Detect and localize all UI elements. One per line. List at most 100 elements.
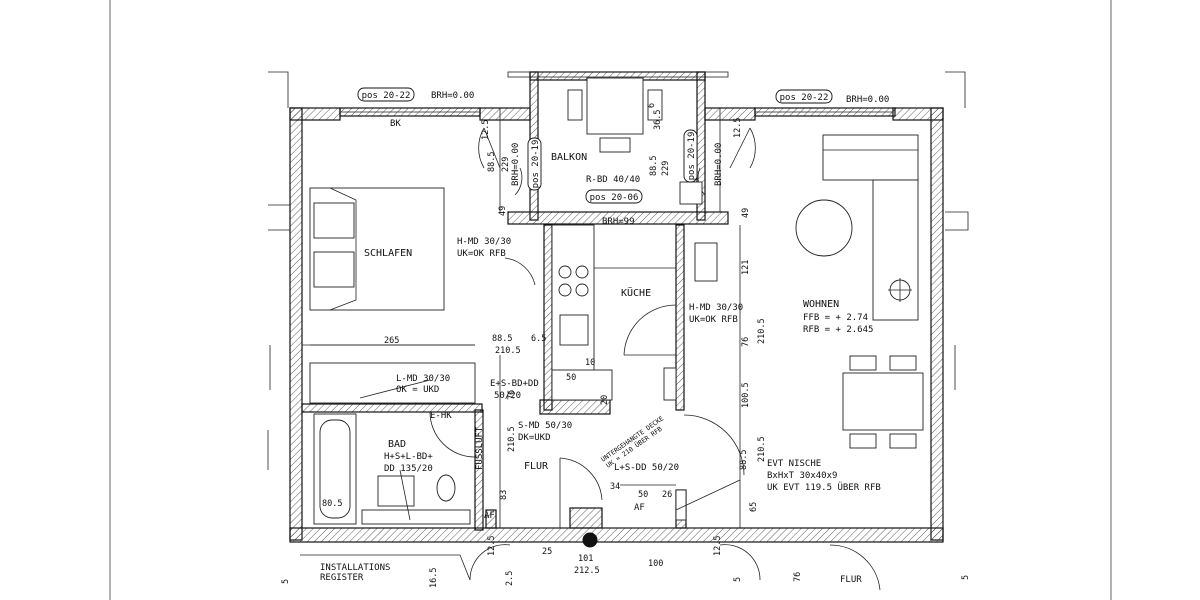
dim-210-5-c: 210.5	[757, 436, 767, 462]
dim-265: 265	[384, 336, 399, 346]
dim-88-5-d: 88.5	[739, 450, 749, 470]
tv-unit	[694, 242, 718, 282]
dim-80-5: 80.5	[322, 499, 342, 509]
dim-2-5: 2.5	[505, 571, 515, 586]
floor-lamp	[888, 278, 912, 302]
dim-210-5-d: 210.5	[507, 426, 517, 452]
washbasin	[377, 475, 415, 507]
note-evt-1: EVT NISCHE	[767, 459, 821, 469]
dim-12-5-a: 12.5	[481, 120, 491, 140]
room-schlafen: SCHLAFEN	[364, 248, 412, 259]
dim-5-a: 5	[281, 579, 291, 584]
dim-26: 26	[662, 490, 672, 500]
room-flur: FLUR	[524, 461, 549, 472]
note-lsdd: L+S-DD 50/20	[614, 463, 679, 473]
dim-6: 6	[647, 103, 657, 108]
svg-text:pos 20-19: pos 20-19	[687, 132, 697, 181]
neighbour-walls	[267, 71, 969, 470]
dim-210-5-a: 210.5	[495, 346, 521, 356]
note-esbd-1: E+S-BD+DD	[490, 379, 539, 389]
bed	[309, 187, 445, 311]
note-ehk: E-HK	[430, 411, 452, 421]
bathtub	[313, 413, 357, 525]
dim-88-5-a: 88.5	[492, 334, 512, 344]
dim-6-5: 6.5	[531, 334, 546, 344]
dim-210-5-b: 210.5	[757, 318, 767, 344]
doors	[429, 127, 756, 528]
svg-text:pos 20-22: pos 20-22	[780, 93, 829, 103]
note-r-bd: R-BD 40/40	[586, 175, 640, 185]
pos-tag-balcony-right: pos 20-19	[683, 129, 698, 183]
dim-88-5-c: 88.5	[649, 156, 659, 176]
dim-20: 20	[600, 395, 610, 405]
svg-text:pos 20-06: pos 20-06	[590, 193, 639, 203]
brh-balcony-sill: BRH=99	[602, 217, 635, 227]
note-esbd-2: 50/20	[494, 391, 521, 401]
dim-65: 65	[749, 502, 759, 512]
wardrobe	[309, 362, 476, 404]
washer	[361, 509, 471, 525]
note-hmd-right-2: UK=OK RFB	[689, 315, 738, 325]
kitchen-fridge	[663, 367, 677, 401]
note-unterg-1: UNTERGEHANGTE DECKE	[600, 414, 666, 463]
dim-34: 34	[610, 482, 620, 492]
note-hmd-right-1: H-MD 30/30	[689, 303, 743, 313]
room-wohnen: WOHNEN	[803, 299, 839, 310]
balcony-railing	[507, 71, 729, 78]
evt-niche	[675, 489, 687, 521]
balcony-box	[679, 181, 703, 205]
pos-tag-balcony-left: pos 20-19	[527, 137, 542, 191]
dim-83: 83	[499, 490, 509, 500]
note-bk-left: BK	[390, 119, 401, 129]
note-bad-2: DD 135/20	[384, 464, 433, 474]
dining-table	[842, 355, 924, 449]
dim-49-a: 49	[498, 206, 508, 216]
dim-25: 25	[542, 547, 552, 557]
note-fussluft: FUSSLUFT	[475, 426, 485, 470]
dim-16-5: 16.5	[429, 568, 439, 588]
balcony-table	[567, 77, 663, 153]
note-wohnen-rfb: RFB = + 2.645	[803, 325, 873, 335]
dim-101: 101	[578, 554, 593, 564]
dim-12-5-c: 12.5	[487, 536, 497, 556]
note-hmd-left-1: H-MD 30/30	[457, 237, 511, 247]
toilet	[436, 474, 456, 502]
note-lmd-2: OK = UKD	[396, 385, 439, 395]
dim-76: 76	[741, 337, 751, 347]
windows	[340, 111, 893, 117]
room-kueche: KÜCHE	[621, 286, 651, 299]
note-bad-1: H+S+L-BD+	[384, 452, 433, 462]
dim-12-5-d: 12.5	[713, 536, 723, 556]
note-wohnen-ffb: FFB = + 2.74	[803, 313, 868, 323]
label-flur-bottom: FLUR	[840, 575, 862, 585]
dim-121: 121	[741, 260, 751, 275]
note-af-2: AF	[634, 503, 645, 513]
room-balkon: BALKON	[551, 152, 587, 163]
dim-12-5-b: 12.5	[733, 118, 743, 138]
pos-tag-top-right: pos 20-22	[775, 89, 833, 104]
dim-10: 10	[585, 358, 595, 368]
note-hmd-left-2: UK=OK RFB	[457, 249, 506, 259]
room-bad: BAD	[388, 439, 406, 450]
pos-tag-balcony-bottom: pos 20-06	[585, 189, 643, 204]
brh-top-left: BRH=0.00	[431, 91, 474, 101]
dim-100: 100	[648, 559, 663, 569]
dim-229-a: 229	[501, 157, 511, 172]
dim-5-c: 5	[961, 575, 971, 580]
dim-49-b: 49	[741, 208, 751, 218]
svg-text:pos 20-22: pos 20-22	[362, 91, 411, 101]
dimension-lines	[302, 108, 741, 529]
note-lmd-1: L-MD 30/30	[396, 374, 450, 384]
brh-balcony-right: BRH=0.00	[714, 143, 724, 186]
kitchen-counter	[551, 224, 676, 401]
dim-36-5: 36.5	[653, 110, 663, 130]
dim-229-b: 229	[661, 161, 671, 176]
svg-text:pos 20-19: pos 20-19	[531, 140, 541, 189]
note-smd-1: S-MD 50/30	[518, 421, 572, 431]
dim-50-b: 50	[638, 490, 648, 500]
brh-balcony-left: BRH=0.00	[511, 143, 521, 186]
coffee-table	[795, 199, 853, 257]
dim-5-b: 5	[733, 577, 743, 582]
installation-meter	[582, 532, 598, 548]
